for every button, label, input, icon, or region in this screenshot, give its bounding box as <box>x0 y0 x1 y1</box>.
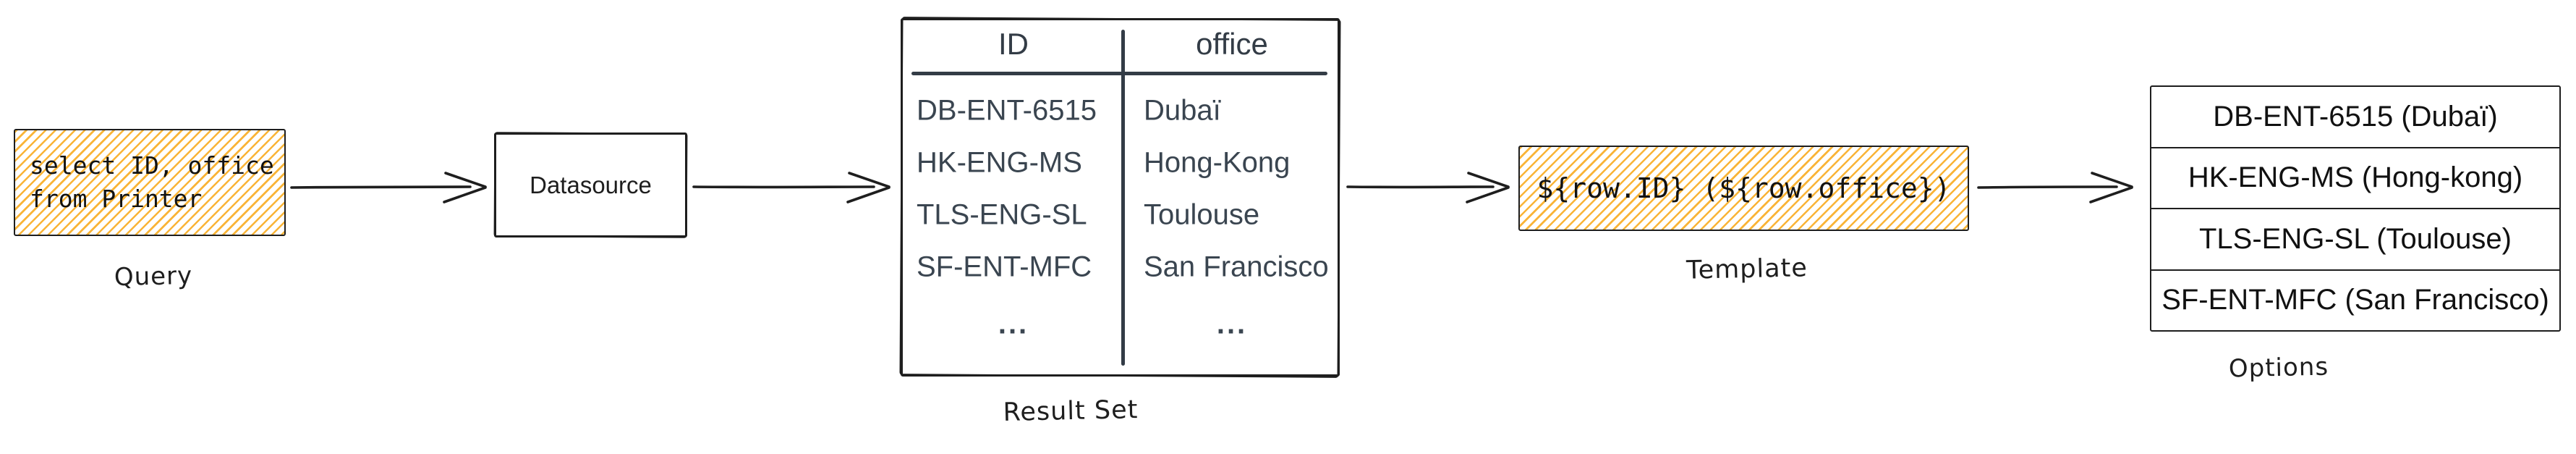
arrow-resultset-to-template <box>1346 172 1510 203</box>
header-rule <box>911 72 1327 75</box>
options-caption: Options <box>2228 352 2329 384</box>
table-cell-id: DB-ENT-6515 <box>917 94 1097 127</box>
option-item: HK-ENG-MS (Hong-kong) <box>2151 148 2559 209</box>
ellipsis-office-column: ... <box>1216 308 1248 340</box>
arrow-query-to-datasource <box>290 172 487 203</box>
option-item: DB-ENT-6515 (Dubaï) <box>2151 87 2559 148</box>
template-caption: Template <box>1686 253 1808 285</box>
column-header-office: office <box>1196 27 1268 61</box>
query-box: select ID, office from Printer <box>14 129 286 236</box>
query-caption: Query <box>114 261 193 293</box>
column-header-id: ID <box>998 27 1029 61</box>
table-cell-office: Toulouse <box>1144 198 1260 231</box>
table-cell-office: Dubaï <box>1144 94 1221 127</box>
table-cell-id: HK-ENG-MS <box>917 146 1082 179</box>
arrow-datasource-to-resultset <box>692 172 890 203</box>
arrow-template-to-options <box>1977 172 2133 203</box>
datasource-box: Datasource <box>494 133 687 237</box>
table-cell-id: TLS-ENG-SL <box>917 198 1087 231</box>
template-box: ${row.ID} (${row.office}) <box>1518 146 1969 231</box>
table-cell-id: SF-ENT-MFC <box>917 251 1092 283</box>
ellipsis-id-column: ... <box>998 308 1029 340</box>
options-list: DB-ENT-6515 (Dubaï) HK-ENG-MS (Hong-kong… <box>2150 85 2561 332</box>
result-set-caption: Result Set <box>1003 395 1139 427</box>
option-item: TLS-ENG-SL (Toulouse) <box>2151 209 2559 271</box>
query-code-line-1: select ID, office <box>30 151 274 180</box>
template-code: ${row.ID} (${row.office}) <box>1536 172 1951 204</box>
table-cell-office: Hong-Kong <box>1144 146 1291 179</box>
option-item: SF-ENT-MFC (San Francisco) <box>2161 284 2549 316</box>
table-cell-office: San Francisco <box>1144 251 1329 283</box>
column-divider <box>1121 30 1125 366</box>
result-set-table: ID office DB-ENT-6515 Dubaï HK-ENG-MS Ho… <box>901 18 1340 377</box>
datasource-label: Datasource <box>530 171 652 198</box>
query-code-line-2: from Printer <box>30 185 203 213</box>
